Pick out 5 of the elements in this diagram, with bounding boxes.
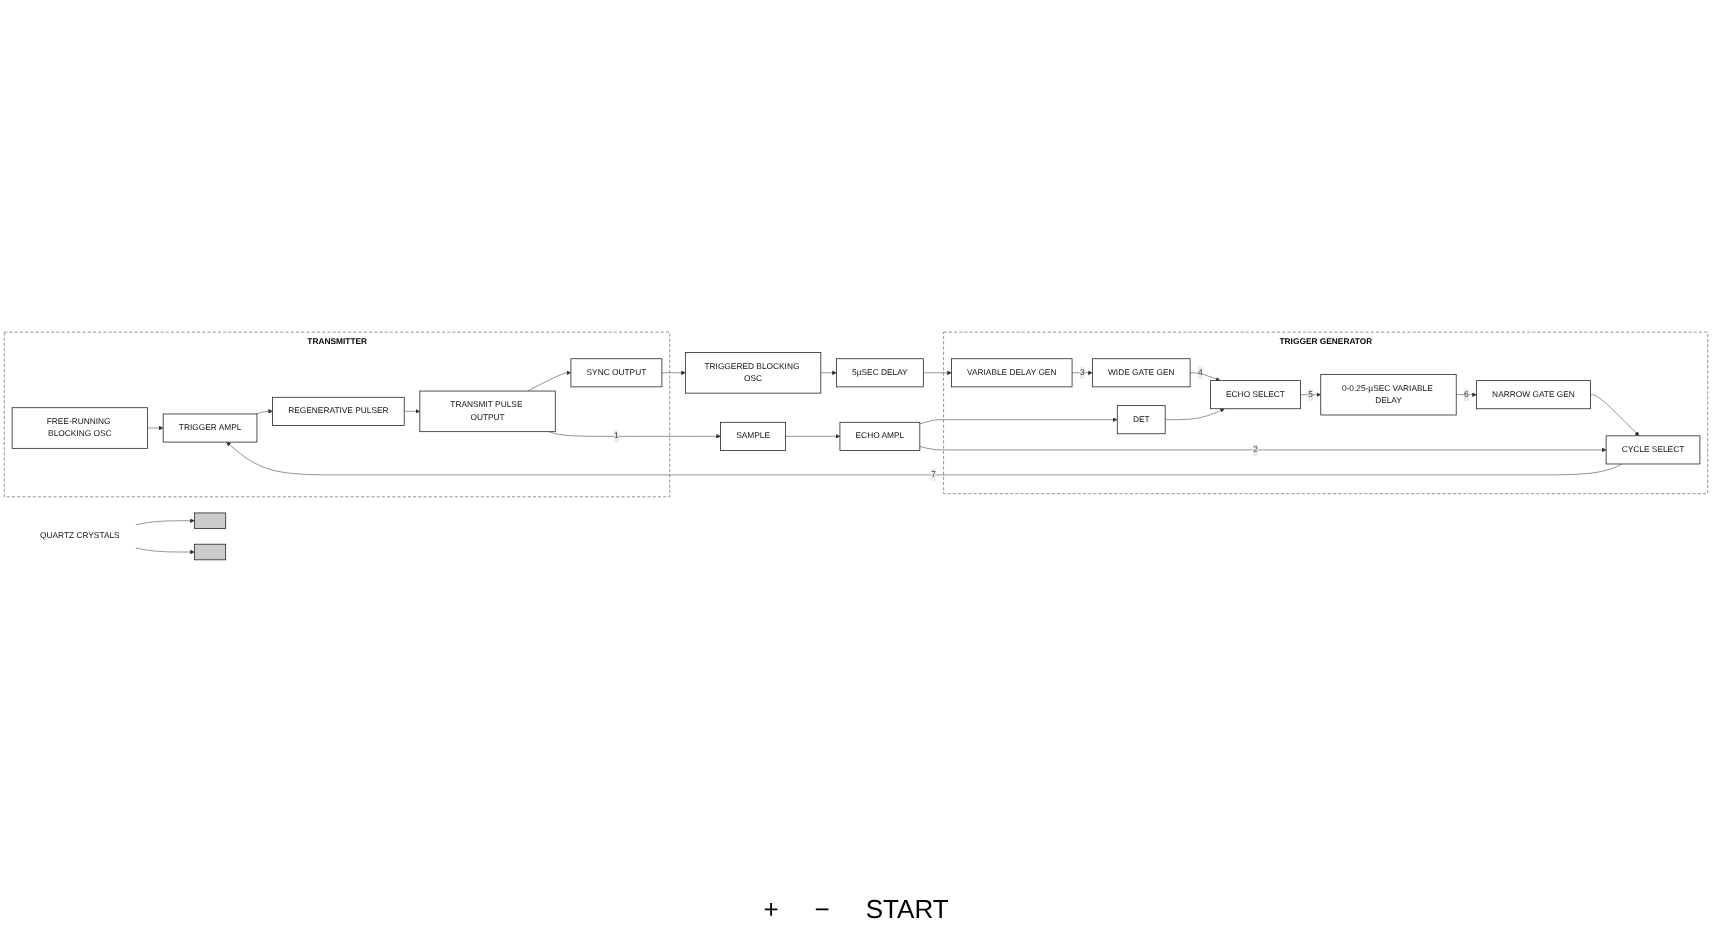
node-bar <box>194 542 227 560</box>
node-bar <box>194 511 227 528</box>
terminal-label: + <box>763 894 779 924</box>
terminal-label: − <box>814 894 830 924</box>
terminal-label: START <box>865 894 949 924</box>
